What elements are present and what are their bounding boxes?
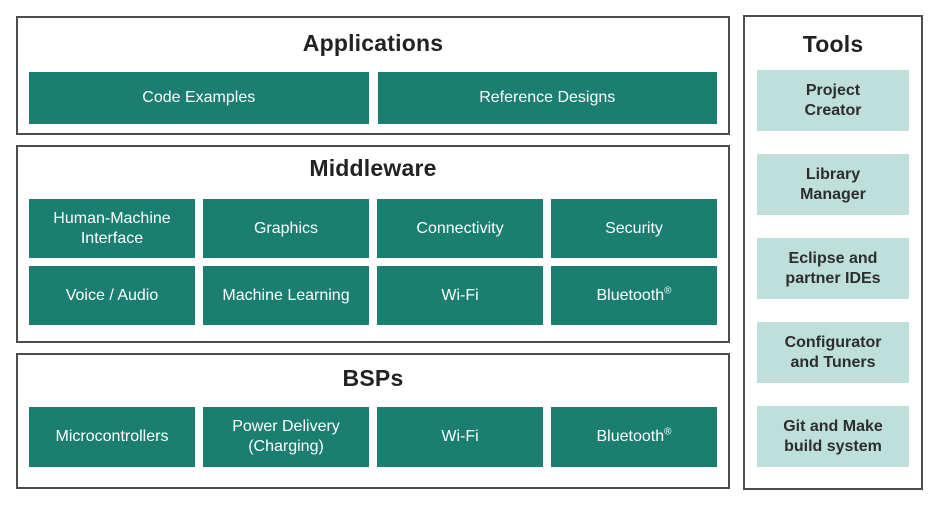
applications-title: Applications: [302, 30, 444, 56]
block-bsp-bluetooth: Bluetooth®: [551, 407, 717, 467]
block-bsp-wifi: Wi-Fi: [377, 407, 543, 467]
block-microcontrollers: Microcontrollers: [29, 407, 195, 467]
block-middleware-bluetooth: Bluetooth®: [551, 266, 717, 325]
tool-configurator-tuners: Configurator and Tuners: [757, 322, 909, 383]
tool-library-manager: Library Manager: [757, 154, 909, 215]
bsps-section: BSPs Microcontrollers Power Delivery (Ch…: [16, 353, 730, 489]
block-security: Security: [551, 199, 717, 258]
tool-eclipse-partner-ides: Eclipse and partner IDEs: [757, 238, 909, 299]
block-voice-audio: Voice / Audio: [29, 266, 195, 325]
bsps-grid: Microcontrollers Power Delivery (Chargin…: [29, 407, 717, 467]
tool-project-creator: Project Creator: [757, 70, 909, 131]
tool-git-make-build-system: Git and Make build system: [757, 406, 909, 467]
middleware-grid: Human-Machine Interface Graphics Connect…: [29, 199, 717, 325]
applications-row: Code Examples Reference Designs: [29, 72, 717, 124]
middleware-title: Middleware: [309, 155, 437, 181]
stack-column: Applications Code Examples Reference Des…: [16, 16, 730, 489]
block-power-delivery: Power Delivery (Charging): [203, 407, 369, 467]
block-graphics: Graphics: [203, 199, 369, 258]
registered-trademark-symbol: ®: [664, 426, 672, 438]
block-code-examples: Code Examples: [29, 72, 369, 124]
block-machine-learning: Machine Learning: [203, 266, 369, 325]
block-human-machine-interface: Human-Machine Interface: [29, 199, 195, 258]
tools-section: Tools Project Creator Library Manager Ec…: [743, 15, 923, 490]
registered-trademark-symbol: ®: [664, 285, 672, 297]
tools-title: Tools: [802, 31, 864, 57]
applications-section: Applications Code Examples Reference Des…: [16, 16, 730, 135]
block-connectivity: Connectivity: [377, 199, 543, 258]
middleware-section: Middleware Human-Machine Interface Graph…: [16, 145, 730, 343]
block-reference-designs: Reference Designs: [377, 72, 717, 124]
bsps-title: BSPs: [342, 365, 404, 391]
block-middleware-wifi: Wi-Fi: [377, 266, 543, 325]
